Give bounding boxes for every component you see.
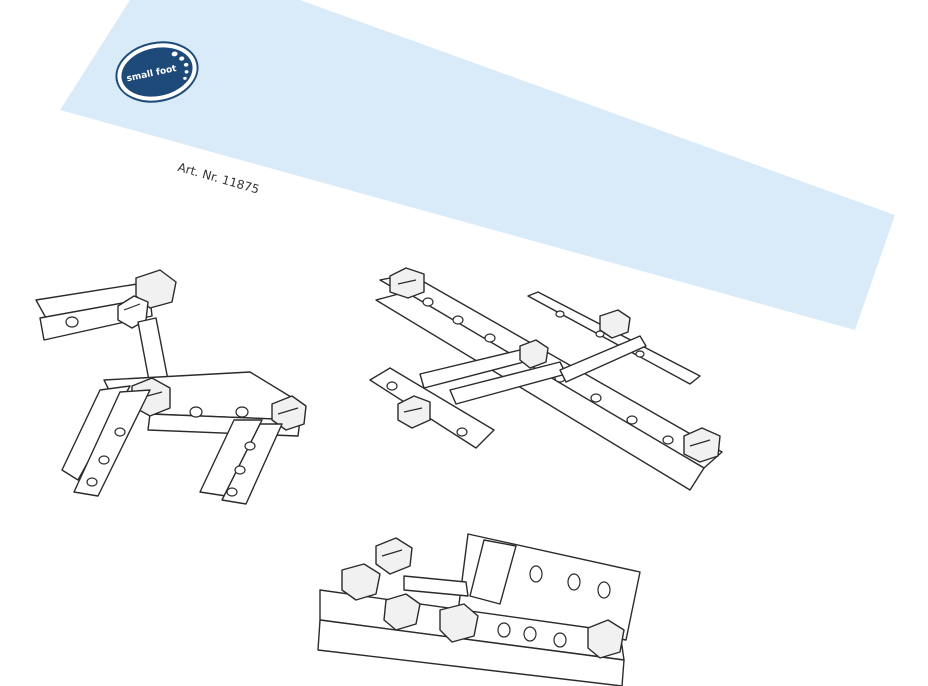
brand-logo: small foot (115, 41, 199, 103)
header-band (60, 0, 895, 330)
airplane-model-illustration (369, 267, 723, 491)
animal-model-illustration (35, 269, 307, 505)
vehicle-model-illustration (317, 533, 641, 686)
